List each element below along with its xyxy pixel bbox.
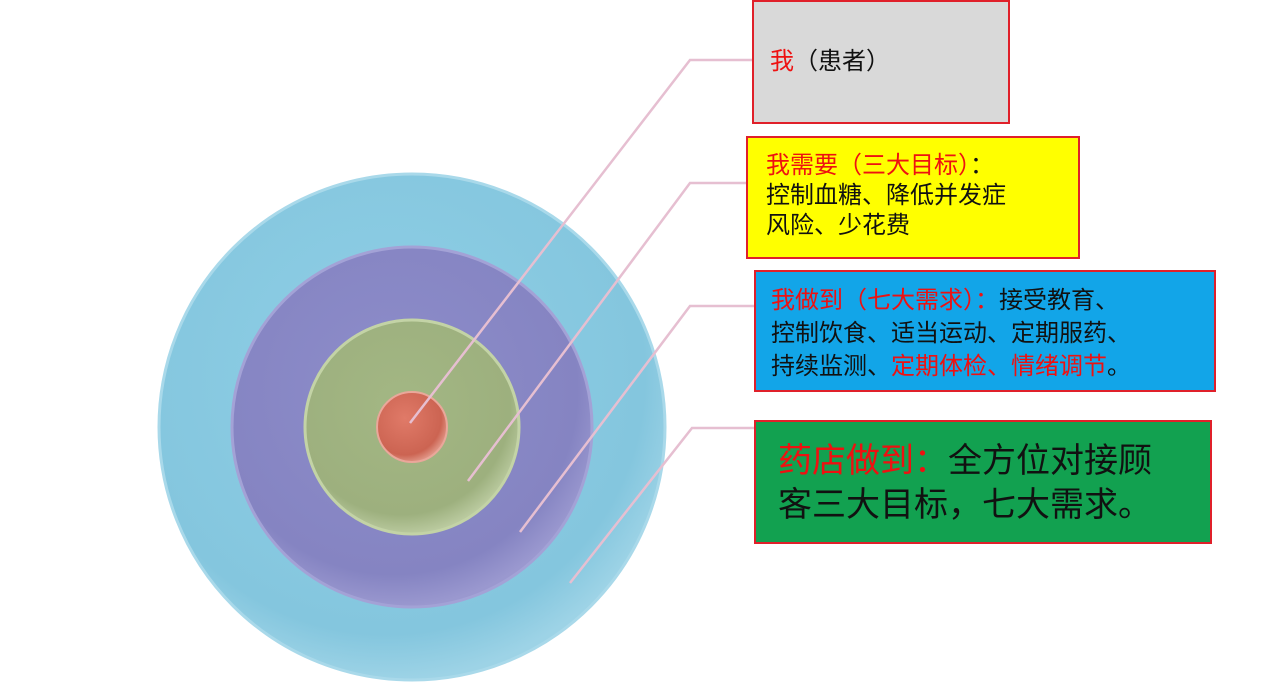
- needs-title: 我做到（七大需求）：: [771, 286, 999, 314]
- needs-line-3-a: 持续监测、: [771, 352, 891, 380]
- connector-patient: [409, 58, 752, 424]
- label-box-pharmacy: 药店做到：全方位对接顾 客三大目标，七大需求。: [754, 420, 1212, 544]
- label-box-goals: 我需要（三大目标）： 控制血糖、降低并发症 风险、少花费: [746, 136, 1080, 259]
- patient-text: 我（患者）: [770, 46, 1008, 76]
- label-box-needs: 我做到（七大需求）：接受教育、 控制饮食、适当运动、定期服药、 持续监测、定期体…: [754, 270, 1216, 392]
- needs-line-3: 持续监测、定期体检、情绪调节。: [771, 350, 1214, 383]
- connector-needs: [519, 304, 754, 533]
- pharmacy-line-2: 客三大目标，七大需求。: [778, 485, 1152, 525]
- label-box-patient: 我（患者）: [752, 0, 1010, 124]
- needs-line-1-rest: 接受教育、: [999, 286, 1119, 314]
- pharmacy-line-1-rest: 全方位对接顾: [948, 441, 1152, 481]
- goals-title: 我需要（三大目标）: [766, 151, 970, 179]
- needs-line-1: 我做到（七大需求）：接受教育、: [771, 284, 1214, 317]
- patient-title: 我: [770, 47, 794, 75]
- connector-pharmacy: [569, 426, 754, 584]
- needs-line-3-end: 。: [1107, 352, 1131, 380]
- needs-line-2: 控制饮食、适当运动、定期服药、: [771, 319, 1131, 347]
- goals-line-2: 控制血糖、降低并发症: [766, 181, 1006, 209]
- pharmacy-line-1: 药店做到：全方位对接顾: [778, 439, 1210, 483]
- patient-rest: （患者）: [794, 47, 890, 75]
- goals-line-3: 风险、少花费: [766, 211, 910, 239]
- ring-core: [376, 391, 448, 463]
- connector-goals: [466, 181, 746, 482]
- goals-colon: ：: [970, 151, 994, 179]
- pharmacy-title: 药店做到：: [778, 441, 948, 481]
- needs-line-3-highlight: 定期体检、情绪调节: [891, 352, 1107, 380]
- goals-line-1: 我需要（三大目标）：: [766, 150, 1078, 180]
